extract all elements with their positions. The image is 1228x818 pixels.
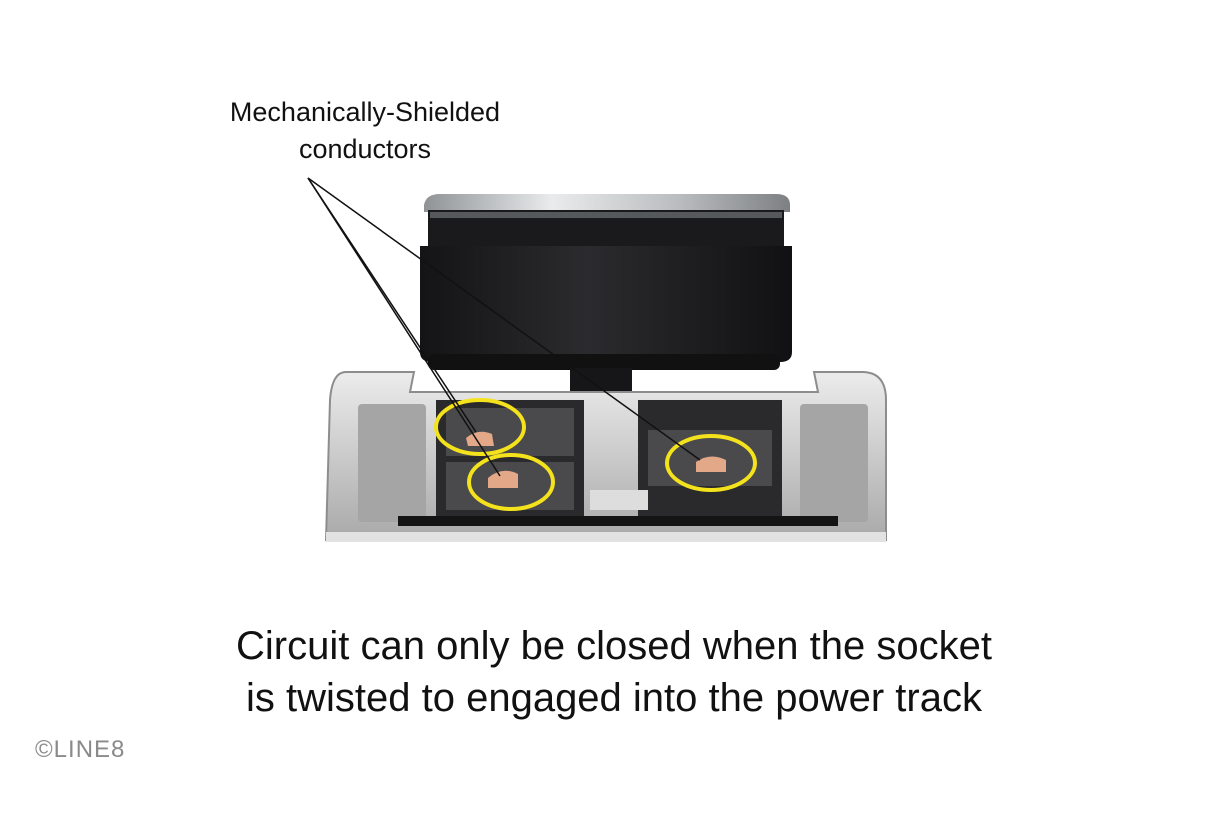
highlight-ring-upper-left [434, 398, 526, 456]
power-track [324, 371, 887, 542]
caption-line-1: Circuit can only be closed when the sock… [236, 624, 992, 668]
highlight-ring-right [665, 434, 757, 492]
conductor-contacts [466, 431, 726, 488]
highlight-ring-lower-left [467, 453, 555, 511]
highlight-rings [434, 398, 757, 511]
socket-cap [424, 194, 790, 246]
callout-leader-lines [307, 177, 701, 477]
callout-line-1: Mechanically-Shielded [229, 97, 501, 127]
copyright-mark: ©LINE8 [35, 736, 126, 763]
callout-line-2: conductors [298, 134, 432, 164]
callout-label: Mechanically-Shielded conductors [200, 94, 530, 168]
caption: Circuit can only be closed when the sock… [0, 620, 1228, 724]
caption-line-2: is twisted to engaged into the power tra… [246, 676, 982, 720]
